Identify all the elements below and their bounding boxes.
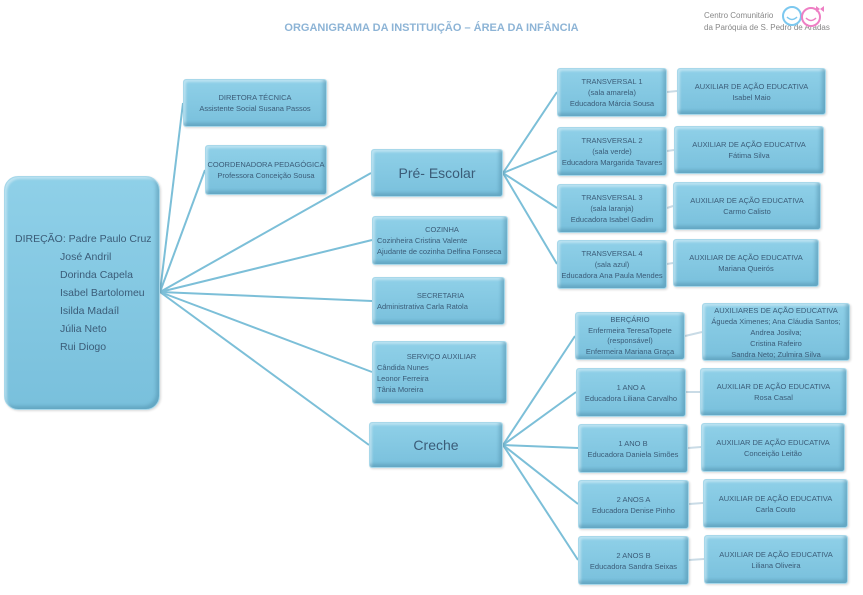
sala-box: 2 ANOS A Educadora Denise Pinho [578,480,689,529]
box-title: 1 ANO A [616,382,646,392]
transversal-box: TRANSVERSAL 2 (sala verde) Educadora Mar… [557,127,667,176]
box-title: AUXILIAR DE AÇÃO EDUCATIVA [689,253,803,262]
box-title: BERÇÁRIO [610,315,650,324]
box-name: Fátima Silva [728,151,770,160]
box-line: Cozinheira Cristina Valente [377,236,468,245]
box-name: Conceição Leitão [744,448,802,458]
box-line: Tânia Moreira [377,384,424,394]
direcao-member: Isabel Bartolomeu [60,287,145,299]
box-title: AUXILIAR DE AÇÃO EDUCATIVA [690,196,804,205]
page-title: ORGANIGRAMA DA INSTITUIÇÃO – ÁREA DA INF… [284,22,579,34]
coordenadora-box: COORDENADORA PEDAGÓGICA Professora Conce… [205,145,327,195]
box-title: DIRETORA TÉCNICA [218,93,292,102]
box-title: TRANSVERSAL 1 [581,77,643,86]
box-line: (responsável) [607,336,653,345]
logo-line2: da Paróquia de S. Pedro de Aradas [704,23,830,32]
direcao-member: Rui Diogo [60,341,107,353]
box-teacher: Educadora Sandra Seixas [589,561,678,571]
direcao-member: Júlia Neto [60,323,107,335]
box-name: Assistente Social Susana Passos [199,104,311,113]
auxiliar-box: AUXILIAR DE AÇÃO EDUCATIVA Mariana Queir… [673,239,819,287]
transversal-box: TRANSVERSAL 1 (sala amarela) Educadora M… [557,68,667,117]
cozinha-box: COZINHA Cozinheira Cristina Valente Ajud… [372,216,508,265]
box-name: Rosa Casal [754,393,793,402]
box-title: 2 ANOS B [616,550,651,560]
box-title: TRANSVERSAL 4 [581,249,643,258]
box-name: Carla Couto [755,504,796,514]
direcao-head: DIREÇÃO: Padre Paulo Cruz [15,233,152,245]
box-room: (sala azul) [594,260,630,269]
box-title: AUXILIAR DE AÇÃO EDUCATIVA [692,140,806,149]
box-line: Águeda Ximenes; Ana Cláudia Santos; [711,316,841,326]
box-line: Leonor Ferreira [377,373,429,383]
box-title: COZINHA [425,225,459,234]
sala-box: 1 ANO B Educadora Daniela Simões [578,424,688,473]
auxiliar-box: AUXILIAR DE AÇÃO EDUCATIVA Fátima Silva [674,126,824,174]
box-name: Mariana Queirós [718,264,774,273]
box-title: AUXILIAR DE AÇÃO EDUCATIVA [716,437,830,447]
auxiliar-box: AUXILIAR DE AÇÃO EDUCATIVA Carmo Calisto [673,182,821,230]
box-line: Administrativa Carla Ratola [377,302,468,311]
creche-box: Creche [369,422,503,468]
auxiliar-box: AUXILIAR DE AÇÃO EDUCATIVA Rosa Casal [700,368,847,416]
auxiliar-box: AUXILIAR DE AÇÃO EDUCATIVA Carla Couto [703,479,848,528]
box-title: 2 ANOS A [616,494,651,504]
box-title: TRANSVERSAL 2 [581,136,643,145]
box-title: AUXILIAR DE AÇÃO EDUCATIVA [719,549,833,559]
box-line: Andrea Josilva; [750,327,802,337]
box-line: Cândida Nunes [377,362,429,372]
servico-auxiliar-box: SERVIÇO AUXILIAR Cândida Nunes Leonor Fe… [372,341,507,404]
pre-escolar-box: Pré- Escolar [371,149,503,197]
smiley-faces-logo-icon [782,6,824,27]
box-title: SERVIÇO AUXILIAR [406,351,477,361]
box-teacher: Educadora Márcia Sousa [569,99,655,108]
box-title: AUXILIAR DE AÇÃO EDUCATIVA [694,81,809,91]
box-title: 1 ANO B [618,438,648,448]
box-room: (sala amarela) [588,88,636,97]
box-title: Pré- Escolar [398,164,476,181]
auxiliar-box: AUXILIAR DE AÇÃO EDUCATIVA Conceição Lei… [701,423,845,472]
logo-line1: Centro Comunitário [704,11,774,20]
box-line: Enfermeira TeresaTopete [588,325,672,335]
box-teacher: Educadora Denise Pinho [592,505,675,515]
box-name: Isabel Maio [732,92,771,102]
box-teacher: Educadora Liliana Carvalho [584,393,678,403]
transversal-box: TRANSVERSAL 4 (sala azul) Educadora Ana … [557,240,667,289]
box-line: Enfermeira Mariana Graça [585,346,675,356]
box-title: COORDENADORA PEDAGÓGICA [207,160,325,169]
sala-box: 1 ANO A Educadora Liliana Carvalho [576,368,686,417]
logo-text: Centro Comunitário da Paróquia de S. Ped… [704,10,830,34]
box-teacher: Educadora Margarida Tavares [561,158,663,167]
box-title: SECRETARIA [416,291,465,300]
box-teacher: Educadora Ana Paula Mendes [561,271,663,280]
box-teacher: Educadora Daniela Simões [587,449,679,459]
box-line: Sandra Neto; Zulmira Silva [731,349,821,359]
auxiliar-box: AUXILIAR DE AÇÃO EDUCATIVA Liliana Olive… [704,535,848,584]
secretaria-box: SECRETARIA Administrativa Carla Ratola [372,277,505,325]
box-title: Creche [413,436,459,453]
box-line: Cristina Rafeiro [750,338,802,348]
box-line: Ajudante de cozinha Delfina Fonseca [377,247,502,256]
bercario-auxiliares-box: AUXILIARES DE AÇÃO EDUCATIVA Águeda Xime… [702,303,850,361]
auxiliar-box: AUXILIAR DE AÇÃO EDUCATIVA Isabel Maio [677,68,826,115]
box-title: AUXILIARES DE AÇÃO EDUCATIVA [714,305,838,315]
direcao-box: DIREÇÃO: Padre Paulo Cruz José Andril Do… [4,176,160,410]
box-name: Carmo Calisto [723,207,771,216]
box-teacher: Educadora Isabel Gadim [570,215,654,224]
box-title: TRANSVERSAL 3 [581,193,643,202]
bercario-box: BERÇÁRIO Enfermeira TeresaTopete (respon… [575,312,685,360]
direcao-member: José Andril [60,251,112,263]
box-name: Liliana Oliveira [751,560,801,570]
box-title: AUXILIAR DE AÇÃO EDUCATIVA [718,493,833,503]
direcao-member: Isilda Madaíl [60,305,119,317]
sala-box: 2 ANOS B Educadora Sandra Seixas [578,536,689,585]
box-title: AUXILIAR DE AÇÃO EDUCATIVA [716,382,831,391]
direcao-member: Dorinda Capela [60,269,133,281]
box-room: (sala verde) [592,147,632,156]
box-name: Professora Conceição Sousa [217,171,315,180]
diretora-tecnica-box: DIRETORA TÉCNICA Assistente Social Susan… [183,79,327,127]
box-room: (sala laranja) [590,204,634,213]
transversal-box: TRANSVERSAL 3 (sala laranja) Educadora I… [557,184,667,233]
